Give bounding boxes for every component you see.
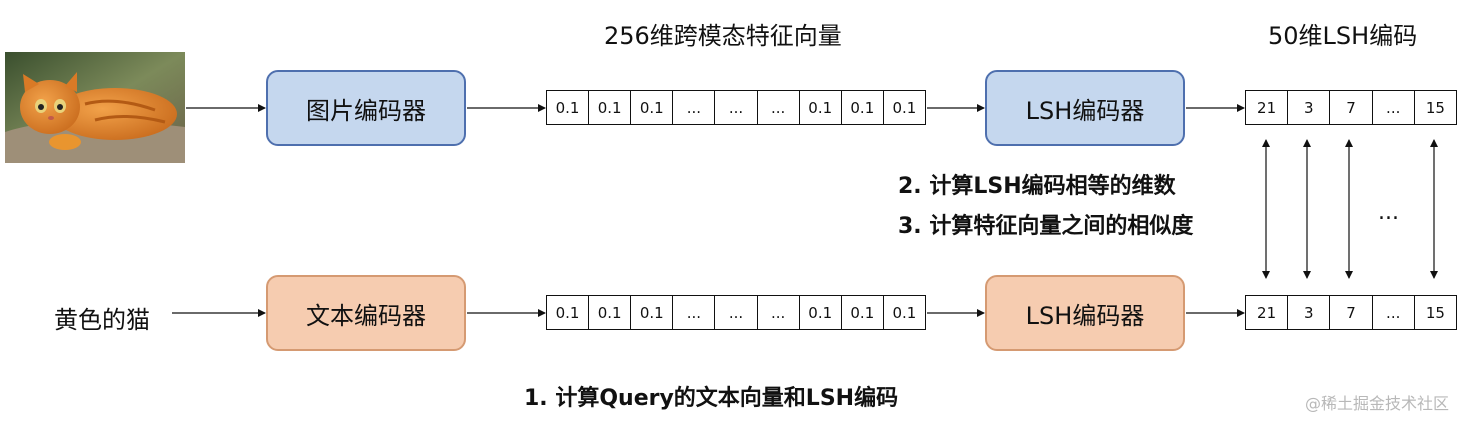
vector-cell: ... xyxy=(672,296,714,329)
image-lsh-encoder-box: LSH编码器 xyxy=(985,70,1185,146)
vector-cell: 0.1 xyxy=(588,296,630,329)
vector-cell: ... xyxy=(714,296,756,329)
vector-cell: 0.1 xyxy=(798,91,841,124)
code-cell: 21 xyxy=(1257,98,1277,117)
feature-vector-title: 256维跨模态特征向量 xyxy=(604,22,842,50)
code-cell: 7 xyxy=(1329,91,1371,124)
image-feature-vector: 0.1 0.1 0.1 ... ... ... 0.1 0.1 0.1 xyxy=(546,90,926,125)
vector-cell: 0.1 xyxy=(840,91,883,124)
step3-label: 3. 计算特征向量之间的相似度 xyxy=(898,214,1194,239)
lsh-code-title: 50维LSH编码 xyxy=(1268,22,1418,50)
code-cell: 15 xyxy=(1413,296,1456,329)
text-lsh-encoder-box: LSH编码器 xyxy=(985,275,1185,351)
vector-cell: ... xyxy=(756,296,799,329)
code-cell: ... xyxy=(1371,296,1414,329)
text-lsh-code: 21 3 7 ... 15 xyxy=(1245,295,1457,330)
vector-cell: 0.1 xyxy=(840,296,883,329)
code-cell: 3 xyxy=(1287,91,1329,124)
query-text: 黄色的猫 xyxy=(54,306,150,334)
vector-cell: 0.1 xyxy=(630,296,672,329)
code-cell: 3 xyxy=(1287,296,1329,329)
watermark: @稀土掘金技术社区 xyxy=(1305,394,1450,413)
image-encoder-box: 图片编码器 xyxy=(266,70,466,146)
vector-cell: 0.1 xyxy=(882,296,925,329)
vector-cell: 0.1 xyxy=(555,303,580,322)
image-lsh-code: 21 3 7 ... 15 xyxy=(1245,90,1457,125)
step1-label: 1. 计算Query的文本向量和LSH编码 xyxy=(524,386,899,411)
vector-cell: 0.1 xyxy=(630,91,672,124)
cat-image xyxy=(5,52,185,163)
vector-cell: 0.1 xyxy=(882,91,925,124)
vector-cell: 0.1 xyxy=(588,91,630,124)
text-encoder-box: 文本编码器 xyxy=(266,275,466,351)
between-ellipsis: ... xyxy=(1378,200,1399,225)
vector-cell: ... xyxy=(714,91,756,124)
step2-label: 2. 计算LSH编码相等的维数 xyxy=(898,174,1176,199)
code-cell: 21 xyxy=(1257,303,1277,322)
code-cell: 15 xyxy=(1413,91,1456,124)
code-cell: ... xyxy=(1371,91,1414,124)
vector-cell: ... xyxy=(756,91,799,124)
vector-cell: ... xyxy=(672,91,714,124)
code-cell: 7 xyxy=(1329,296,1371,329)
text-feature-vector: 0.1 0.1 0.1 ... ... ... 0.1 0.1 0.1 xyxy=(546,295,926,330)
vector-cell: 0.1 xyxy=(555,98,580,117)
vector-cell: 0.1 xyxy=(798,296,841,329)
